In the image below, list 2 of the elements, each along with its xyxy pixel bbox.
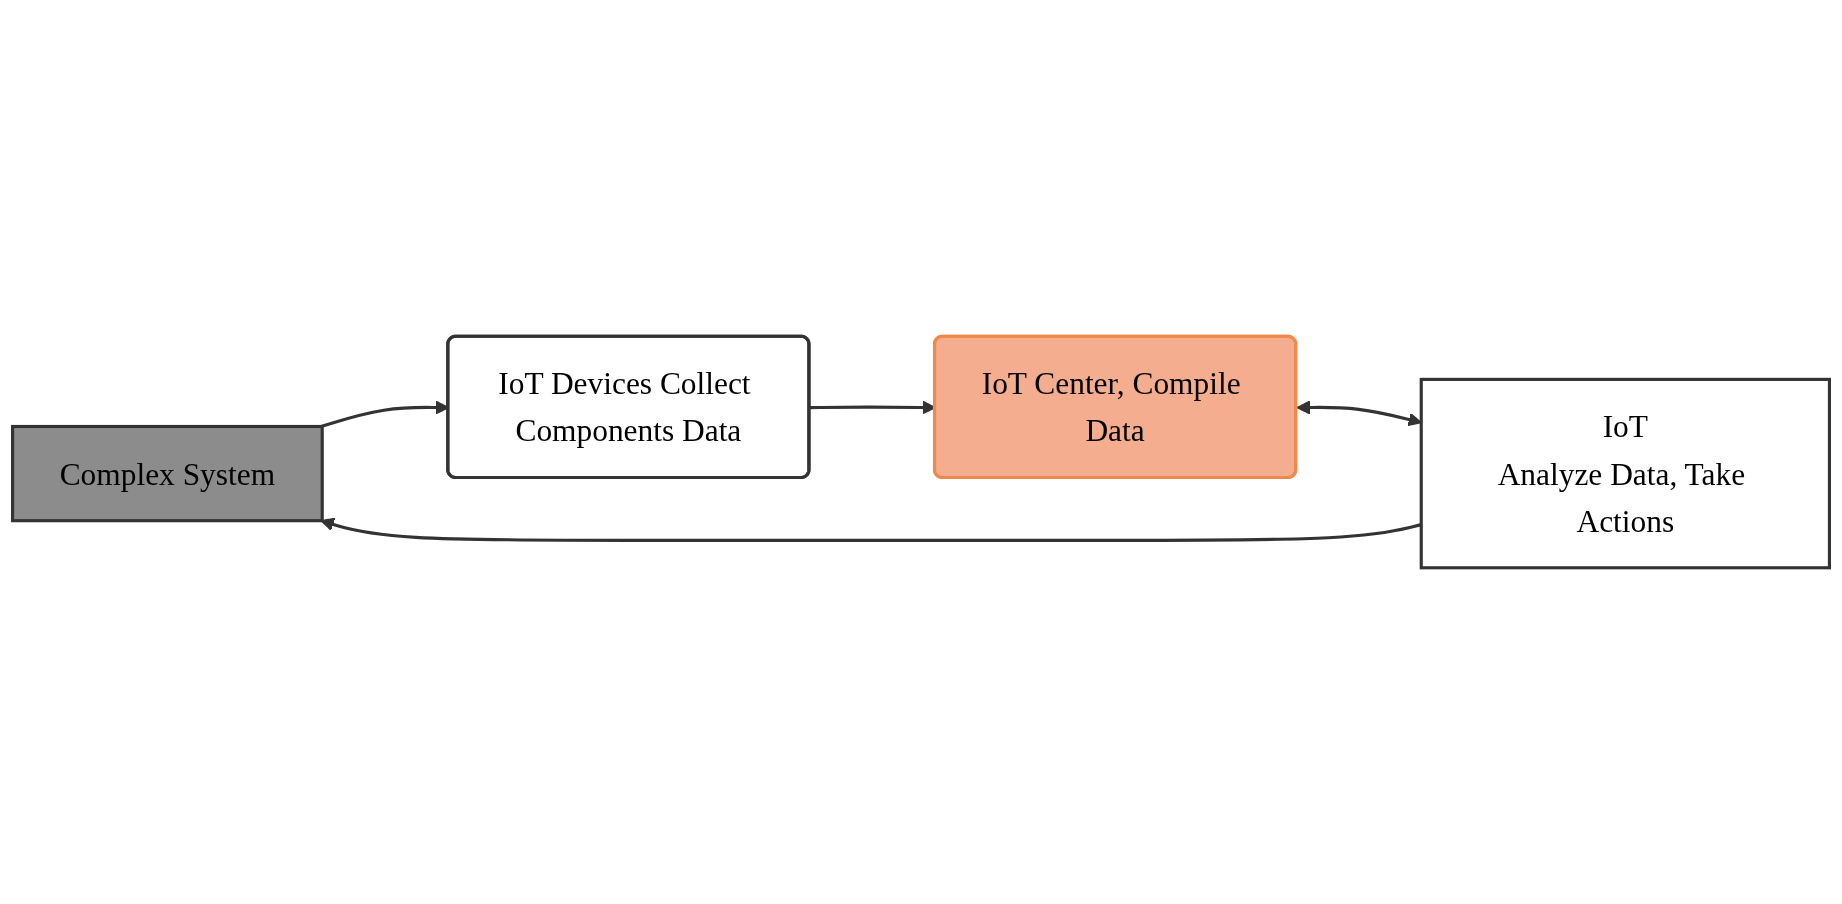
node-box: Complex System <box>11 424 324 523</box>
node-box: IoT Analyze Data, Take Actions <box>1419 377 1831 570</box>
